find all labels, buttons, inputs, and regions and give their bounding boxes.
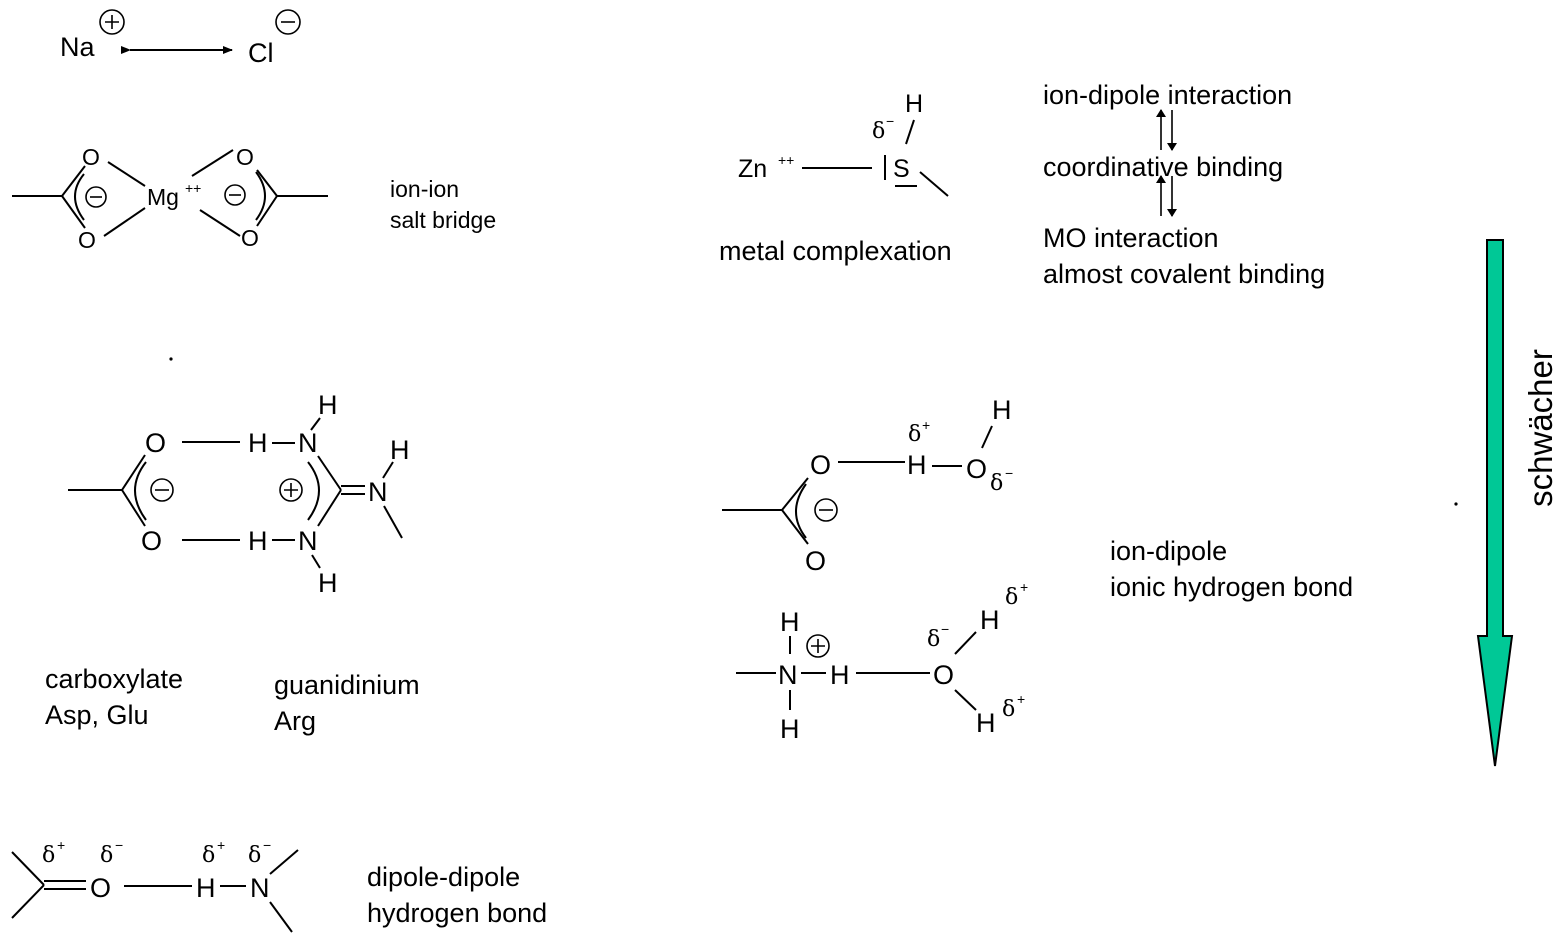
delta-symbol: δ	[927, 627, 940, 652]
atom-o: O	[805, 546, 826, 576]
atom-o: O	[90, 873, 111, 903]
label-almost-covalent: almost covalent binding	[1043, 259, 1325, 289]
atom-h: H	[780, 607, 800, 637]
delta-symbol: δ	[42, 843, 55, 868]
atom-n: N	[298, 428, 318, 458]
charge-plus: +	[217, 837, 225, 853]
charge-plus: +	[1017, 691, 1025, 707]
minus-charge-icon	[814, 498, 838, 522]
atom-h: H	[318, 568, 338, 598]
atom-o: O	[933, 660, 954, 690]
plus-charge-icon	[806, 634, 830, 658]
minus-charge-icon	[224, 184, 246, 206]
charge-double-plus: ++	[778, 152, 794, 168]
atom-o: O	[966, 454, 987, 484]
atom-o: O	[241, 225, 259, 251]
label-guanidinium: guanidinium	[274, 670, 420, 700]
delta-symbol: δ	[872, 119, 885, 144]
atom-zn: Zn	[738, 155, 767, 183]
atom-n: N	[778, 660, 798, 690]
charge-double-plus: ++	[185, 180, 201, 196]
delta-symbol: δ	[248, 843, 261, 868]
atom-h: H	[318, 390, 338, 420]
plus-charge-icon	[279, 478, 303, 502]
delta-symbol: δ	[990, 471, 1003, 496]
charge-minus: −	[263, 837, 271, 853]
carboxylate-water: O O H δ + O δ − H	[722, 395, 1013, 576]
mg-salt-bridge: O O Mg ++ O O	[12, 144, 328, 253]
atom-h: H	[905, 90, 923, 118]
minus-charge-icon	[85, 186, 107, 208]
label-dipole-dipole: dipole-dipole	[367, 862, 520, 892]
label-arg: Arg	[274, 706, 316, 736]
delta-symbol: δ	[100, 843, 113, 868]
charge-minus: −	[886, 113, 894, 129]
atom-n: N	[368, 477, 388, 507]
atom-h: H	[907, 450, 927, 480]
charge-plus: +	[1020, 579, 1028, 595]
atom-h: H	[248, 428, 268, 458]
equilibrium-arrows-icon	[1156, 109, 1177, 217]
atom-h: H	[390, 435, 410, 465]
atom-mg: Mg	[147, 184, 179, 210]
label-weaker: schwächer	[1522, 349, 1557, 507]
atom-n: N	[298, 526, 318, 556]
atom-h: H	[196, 873, 216, 903]
label-ion-dipole: ion-dipole	[1110, 536, 1227, 566]
delta-symbol: δ	[908, 422, 921, 447]
atom-h: H	[780, 714, 800, 744]
label-mo-interaction: MO interaction	[1043, 223, 1219, 253]
label-hydrogen-bond: hydrogen bond	[367, 898, 547, 928]
minus-charge-icon	[275, 9, 301, 35]
label-coordinative-binding: coordinative binding	[1043, 152, 1283, 182]
label-ion-dipole-interaction: ion-dipole interaction	[1043, 80, 1292, 110]
atom-s: S	[893, 155, 910, 183]
delta-symbol: δ	[202, 843, 215, 868]
plus-charge-icon	[99, 9, 125, 35]
atom-h: H	[980, 605, 1000, 635]
atom-h: H	[248, 526, 268, 556]
atom-o: O	[236, 144, 254, 170]
atom-o: O	[145, 428, 166, 458]
charge-minus: −	[1005, 465, 1013, 481]
atom-n: N	[250, 873, 270, 903]
carboxylate-guanidinium-pair: O O H N H N H H N H	[68, 390, 410, 598]
delta-symbol: δ	[1002, 697, 1015, 722]
atom-na: Na	[60, 32, 95, 62]
charge-plus: +	[922, 417, 930, 433]
dot	[1454, 502, 1458, 506]
nacl-ion-pair: Na Cl	[60, 9, 301, 68]
label-salt-bridge: salt bridge	[390, 207, 496, 233]
label-ionic-hbond: ionic hydrogen bond	[1110, 572, 1353, 602]
charge-plus: +	[57, 837, 65, 853]
charge-minus: −	[115, 837, 123, 853]
atom-h: H	[830, 660, 850, 690]
label-ion-ion: ion-ion	[390, 176, 459, 202]
atom-o: O	[82, 144, 100, 170]
label-metal-complexation: metal complexation	[719, 236, 952, 266]
atom-o: O	[141, 526, 162, 556]
delta-symbol: δ	[1005, 585, 1018, 610]
atom-h: H	[992, 395, 1012, 425]
charge-minus: −	[941, 621, 949, 637]
minus-charge-icon	[150, 478, 174, 502]
atom-h: H	[976, 708, 996, 738]
amide-hbond: O δ + δ − H N δ + δ −	[11, 837, 299, 933]
weaker-arrow-icon	[1476, 239, 1514, 767]
label-carboxylate: carboxylate	[45, 664, 183, 694]
dot	[169, 357, 173, 361]
atom-cl: Cl	[248, 38, 274, 68]
label-asp-glu: Asp, Glu	[45, 700, 149, 730]
ammonium-water: H N H H O δ − H δ + H δ +	[736, 579, 1028, 744]
atom-o: O	[810, 450, 831, 480]
atom-o: O	[78, 227, 96, 253]
zn-complex: Zn ++ S H δ −	[738, 90, 949, 197]
